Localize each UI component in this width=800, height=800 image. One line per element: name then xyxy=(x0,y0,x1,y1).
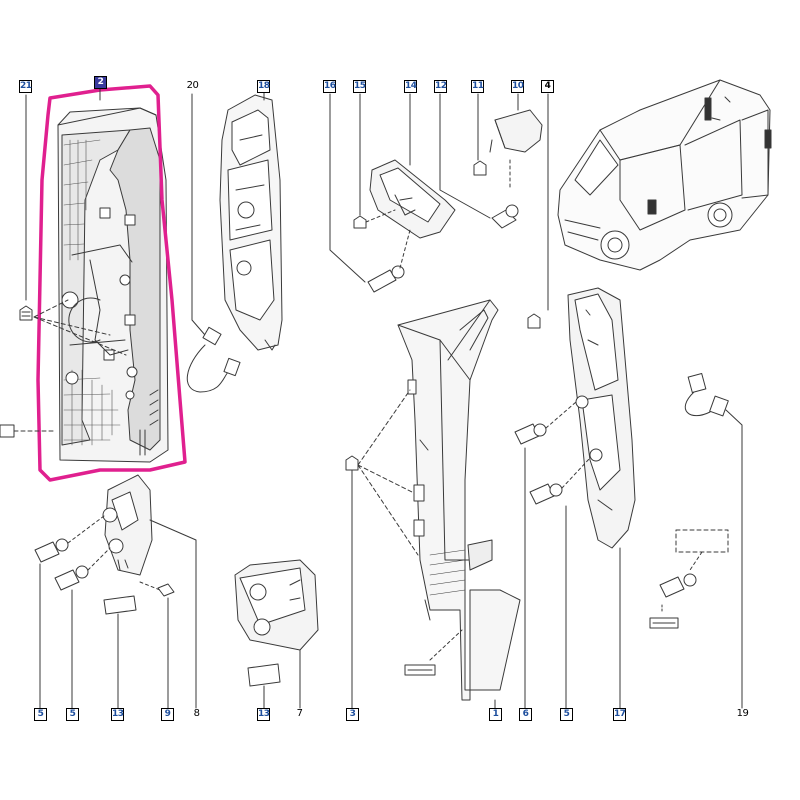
part-2-lamp-housing xyxy=(57,107,169,463)
callout-2-selected[interactable]: 2 xyxy=(94,76,107,89)
part-19-harness xyxy=(684,372,743,709)
callout-13-center[interactable]: 13 xyxy=(257,708,270,721)
callout-17[interactable]: 17 xyxy=(613,708,626,721)
part-14-brake-light xyxy=(369,93,456,239)
part-9-screw xyxy=(139,581,175,709)
part-15-clip xyxy=(353,93,396,229)
callout-3[interactable]: 3 xyxy=(346,708,359,721)
callout-8[interactable]: 8 xyxy=(193,708,200,719)
part-8-bulb-holder xyxy=(102,474,197,709)
callout-15[interactable]: 15 xyxy=(353,80,366,93)
callout-7[interactable]: 7 xyxy=(296,708,303,719)
callout-9[interactable]: 9 xyxy=(161,708,174,721)
callout-19[interactable]: 19 xyxy=(736,708,749,719)
part-16-bulb xyxy=(329,93,411,293)
part-5-bulb-right xyxy=(529,457,591,709)
part-17-right-lamp xyxy=(567,287,636,709)
ref-box-center xyxy=(404,629,463,676)
selection-highlight-outline xyxy=(36,84,187,482)
part-7-lamp xyxy=(234,559,319,709)
part-18-lamp-lens xyxy=(219,91,283,351)
callout-11[interactable]: 11 xyxy=(471,80,484,93)
optional-bulb-box xyxy=(649,529,729,629)
callout-16[interactable]: 16 xyxy=(323,80,336,93)
part-5-bulb-left-a xyxy=(34,515,105,709)
callout-1[interactable]: 1 xyxy=(489,708,502,721)
van-illustration xyxy=(557,79,772,271)
ref-box-left xyxy=(0,86,101,438)
part-6-bulb xyxy=(514,401,577,709)
callout-4[interactable]: 4 xyxy=(541,80,554,93)
part-13-plate-left xyxy=(103,595,137,709)
callout-5-left-b[interactable]: 5 xyxy=(66,708,79,721)
callout-6[interactable]: 6 xyxy=(519,708,532,721)
part-11-clip xyxy=(473,93,487,176)
part-5-bulb-left-b xyxy=(54,547,111,709)
callout-14[interactable]: 14 xyxy=(404,80,417,93)
part-4-screw xyxy=(527,93,549,329)
callout-21[interactable]: 21 xyxy=(19,80,32,93)
part-1-pillar-trim xyxy=(397,299,521,713)
part-12-bulb xyxy=(439,93,519,229)
callout-20[interactable]: 20 xyxy=(186,80,199,91)
part-13-plate-center xyxy=(247,663,281,709)
callout-5-left-a[interactable]: 5 xyxy=(34,708,47,721)
callout-13-left[interactable]: 13 xyxy=(111,708,124,721)
callout-10[interactable]: 10 xyxy=(511,80,524,93)
callout-18[interactable]: 18 xyxy=(257,80,270,93)
callout-5-right[interactable]: 5 xyxy=(560,708,573,721)
part-21-clip xyxy=(19,94,127,356)
part-10-lamp xyxy=(489,93,543,191)
part-20-harness xyxy=(186,93,241,393)
part-3-clip xyxy=(345,389,419,709)
callout-12[interactable]: 12 xyxy=(434,80,447,93)
